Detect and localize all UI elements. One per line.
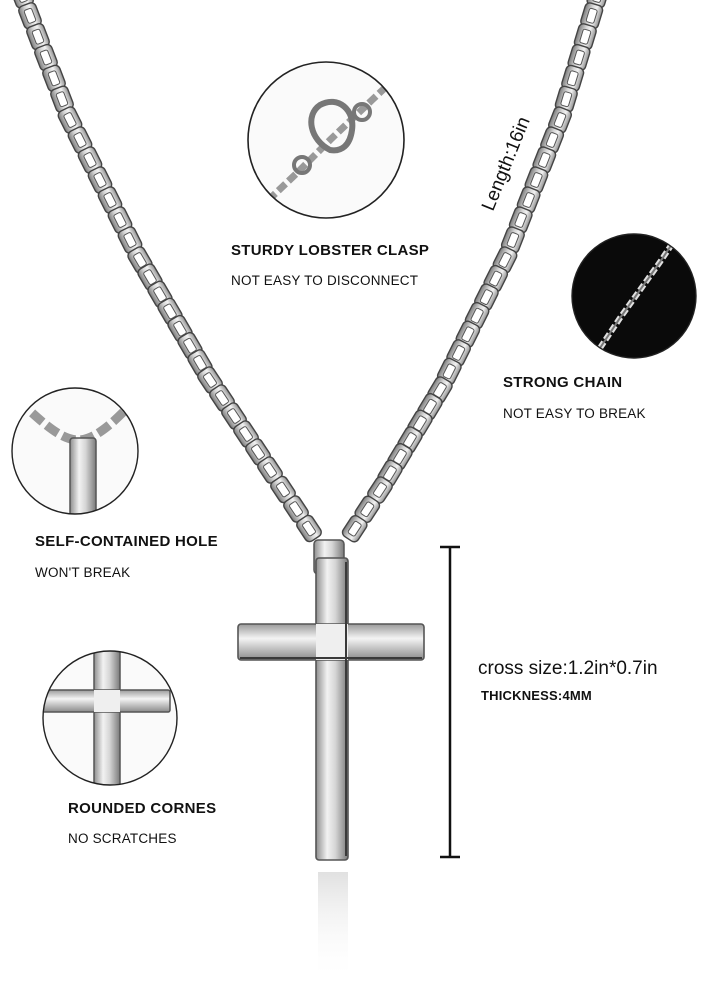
box-chain-detail: [571, 233, 697, 359]
hole-title: SELF-CONTAINED HOLE: [35, 533, 218, 550]
corners-subtitle: NO SCRATCHES: [68, 831, 177, 846]
corners-title: ROUNDED CORNES: [68, 800, 217, 817]
chain-subtitle: NOT EASY TO BREAK: [503, 406, 646, 421]
cross-pendant: [237, 539, 425, 982]
clasp-subtitle: NOT EASY TO DISCONNECT: [231, 273, 419, 288]
size-bracket: [440, 545, 460, 859]
cross-corner-detail: [42, 650, 178, 786]
hole-subtitle: WON'T BREAK: [35, 565, 131, 580]
thickness-label: THICKNESS:4MM: [481, 688, 592, 703]
clasp-title: STURDY LOBSTER CLASP: [231, 242, 430, 259]
bail-hole-detail: [11, 387, 139, 515]
cross-size-label: cross size:1.2in*0.7in: [478, 658, 658, 679]
chain-title: STRONG CHAIN: [503, 374, 623, 391]
lobster-clasp-detail: [247, 61, 405, 219]
